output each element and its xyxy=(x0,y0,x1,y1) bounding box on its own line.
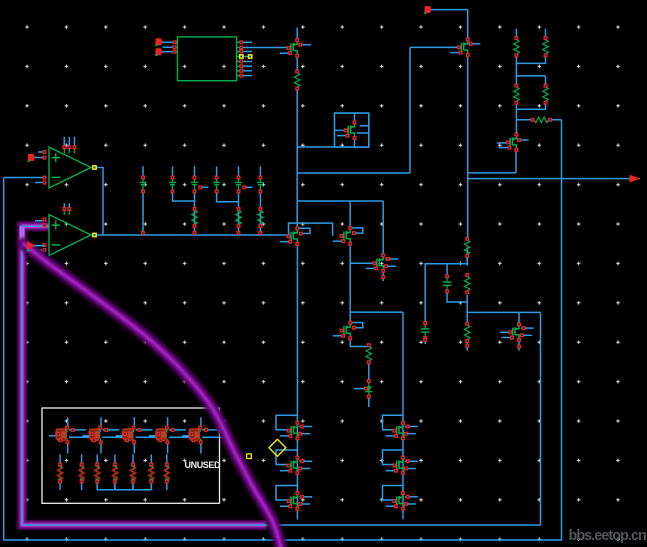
svg-text:UNUSED: UNUSED xyxy=(185,460,222,470)
svg-text:bbs.eetop.cn: bbs.eetop.cn xyxy=(569,528,647,544)
